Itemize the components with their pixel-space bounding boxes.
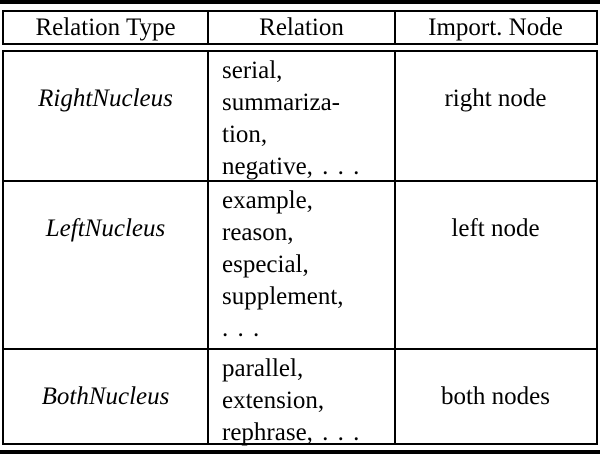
relation-line: tion, <box>222 121 268 148</box>
table-row-right-nucleus: RightNucleus serial, summariza- tion, ne… <box>4 52 596 182</box>
bottom-double-rule <box>0 450 600 454</box>
relation-cell: parallel, extension, rephrase, . . . <box>209 350 396 446</box>
relation-cell: example, reason, especial, supplement, .… <box>209 182 396 348</box>
relation-line: extension, <box>222 387 325 414</box>
top-double-rule <box>0 0 600 4</box>
relation-type-cell: RightNucleus <box>4 52 209 180</box>
table-header-row: Relation Type Relation Import. Node <box>2 10 598 45</box>
header-cell-relation: Relation <box>209 12 396 43</box>
relation-line: parallel, <box>222 355 304 382</box>
import-node-cell: right node <box>444 85 547 112</box>
table-row-left-nucleus: LeftNucleus example, reason, especial, s… <box>4 182 596 350</box>
relation-line: serial, <box>222 57 283 84</box>
relation-cell: serial, summariza- tion, negative, . . . <box>209 52 396 180</box>
relation-line: rephrase, . . . <box>222 419 360 446</box>
relation-line: negative, . . . <box>222 153 360 180</box>
relation-line: supplement, <box>222 283 344 310</box>
relation-line: example, <box>222 187 313 214</box>
import-node-cell: both nodes <box>440 383 551 410</box>
header-cell-import-node: Import. Node <box>428 14 563 41</box>
relation-line: reason, <box>222 219 294 246</box>
table-row-both-nucleus: BothNucleus parallel, extension, rephras… <box>4 350 596 446</box>
header-cell-relation-type: Relation Type <box>4 12 209 43</box>
relation-line: especial, <box>222 251 309 278</box>
import-node-cell: left node <box>451 215 540 242</box>
relation-line: summariza- <box>222 89 341 116</box>
table-body: RightNucleus serial, summariza- tion, ne… <box>2 50 598 446</box>
relation-type-cell: LeftNucleus <box>4 182 209 348</box>
relation-line: . . . <box>222 315 260 342</box>
relation-type-cell: BothNucleus <box>4 350 209 443</box>
